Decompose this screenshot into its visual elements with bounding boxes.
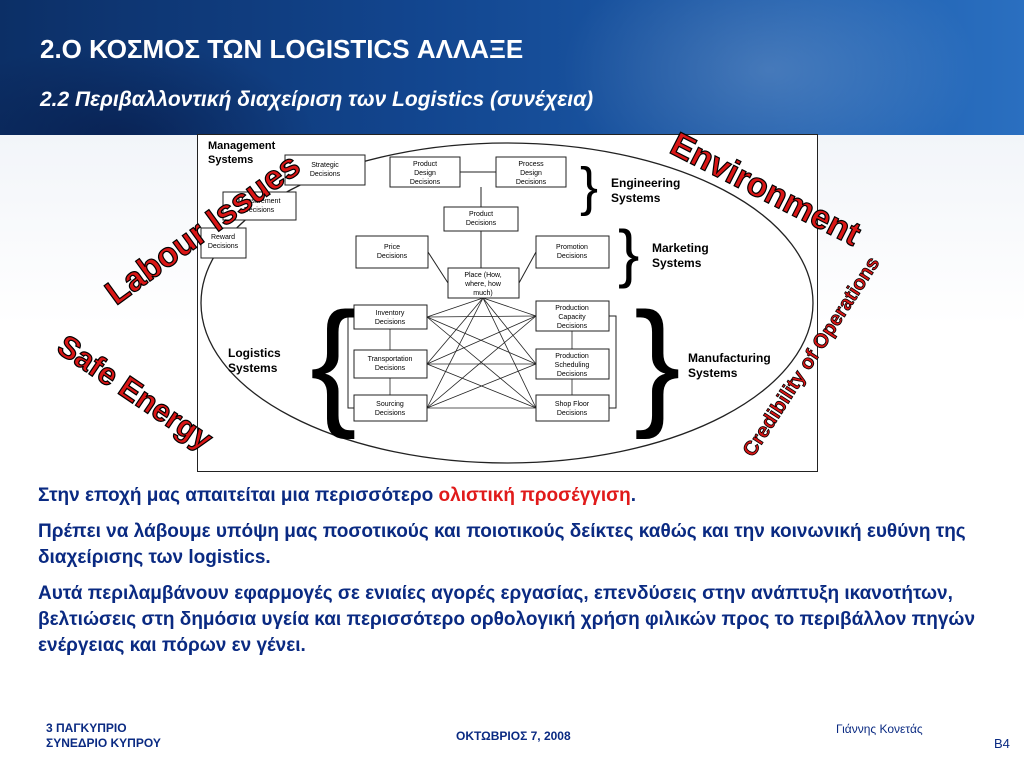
body-text: Στην εποχή μας απαιτείται μια περισσότερ… [38,483,988,669]
box-shop-floor: Shop Floor Decisions [535,394,610,422]
systems-oval [200,142,814,464]
svg-text:Production: Production [555,305,589,312]
svg-text:Manufacturing: Manufacturing [688,351,771,365]
box-production-scheduling: Production Scheduling Decisions [535,348,610,380]
svg-text:Decisions: Decisions [466,220,497,227]
box-strategic: Strategic Decisions [284,154,366,186]
brace-marketing: } [618,217,639,289]
brace-logistics: { [310,283,357,440]
footer-conference: 3 ΠΑΓΚΥΠΡΙΟ ΣΥΝΕΔΡΙΟ ΚΥΠΡΟΥ [46,721,161,750]
box-product: Product Decisions [443,206,519,232]
svg-text:Sourcing: Sourcing [376,401,404,408]
box-sourcing: Sourcing Decisions [353,394,428,422]
svg-text:Decisions: Decisions [310,171,341,178]
svg-text:Design: Design [414,170,436,177]
svg-text:Production: Production [555,353,589,360]
svg-text:Systems: Systems [688,366,738,380]
svg-text:Decisions: Decisions [208,243,239,250]
footer-date: ΟΚΤΩΒΡΙΟΣ 7, 2008 [456,729,571,743]
svg-text:Systems: Systems [611,191,661,205]
svg-text:Place (How,: Place (How, [464,272,501,279]
label-marketing-systems: Marketing Systems [652,241,709,270]
connection-web [389,297,573,409]
box-measurement: Measurement Decisions [222,191,297,221]
brace-engineering: } [580,157,598,217]
svg-text:where, how: where, how [464,281,502,288]
box-transportation: Transportation Decisions [353,349,428,379]
page-title: 2.Ο ΚΟΣΜΟΣ ΤΩΝ LOGISTICS ΑΛΛΑΞΕ [40,34,524,64]
logistics-diagram: Strategic Decisions Measurement Decision… [197,134,818,472]
svg-text:Decisions: Decisions [410,179,441,186]
box-inventory: Inventory Decisions [353,304,428,330]
svg-text:Reward: Reward [211,234,235,241]
svg-text:Engineering: Engineering [611,176,680,190]
box-promotion: Promotion Decisions [535,235,610,269]
label-logistics-systems: Logistics Systems [228,346,281,375]
svg-text:Systems: Systems [228,361,278,375]
svg-text:Decisions: Decisions [244,207,275,214]
svg-text:Decisions: Decisions [375,410,406,417]
box-product-design: Product Design Decisions [389,156,461,188]
svg-text:Logistics: Logistics [228,346,281,360]
svg-text:Decisions: Decisions [375,365,406,372]
svg-text:Systems: Systems [208,154,253,166]
paragraph-3: Αυτά περιλαμβάνουν εφαρμογές σε ενιαίες … [38,583,976,656]
brace-manufacturing: } [634,283,681,440]
svg-text:Inventory: Inventory [376,310,405,317]
svg-text:Capacity: Capacity [558,314,586,321]
svg-text:Price: Price [384,244,400,251]
svg-text:Measurement: Measurement [238,198,281,205]
box-production-capacity: Production Capacity Decisions [535,300,610,332]
svg-text:Shop Floor: Shop Floor [555,401,590,408]
svg-text:Decisions: Decisions [377,253,408,260]
label-engineering-systems: Engineering Systems [611,176,680,205]
svg-text:Scheduling: Scheduling [555,362,590,369]
svg-text:Management: Management [208,140,276,152]
box-price: Price Decisions [355,235,429,269]
header-banner: 2.Ο ΚΟΣΜΟΣ ΤΩΝ LOGISTICS ΑΛΛΑΞΕ 2.2 Περι… [0,0,1024,135]
svg-text:Transportation: Transportation [368,356,413,363]
svg-text:Decisions: Decisions [557,371,588,378]
box-reward: Reward Decisions [200,227,247,259]
label-management-systems: Management Systems [208,140,276,166]
svg-text:Decisions: Decisions [557,323,588,330]
svg-text:Decisions: Decisions [557,253,588,260]
footer-author: Γιάννης Κονετάς [836,722,923,736]
paragraph-2: Πρέπει να λάβουμε υπόψη μας ποσοτικούς κ… [38,521,966,568]
svg-text:Systems: Systems [652,256,702,270]
svg-text:Decisions: Decisions [375,319,406,326]
svg-text:much): much) [473,290,492,297]
svg-text:Decisions: Decisions [516,179,547,186]
svg-text:Product: Product [413,161,437,168]
svg-text:Promotion: Promotion [556,244,588,251]
svg-text:Product: Product [469,211,493,218]
svg-text:Process: Process [518,161,544,168]
svg-text:Design: Design [520,170,542,177]
svg-text:Marketing: Marketing [652,241,709,255]
svg-text:Strategic: Strategic [311,162,339,169]
paragraph-1: Στην εποχή μας απαιτείται μια περισσότερ… [38,485,637,506]
page-number: B4 [994,736,1010,751]
page-subtitle: 2.2 Περιβαλλοντική διαχείριση των Logist… [40,88,594,111]
label-manufacturing-systems: Manufacturing Systems [688,351,771,380]
svg-text:Decisions: Decisions [557,410,588,417]
highlight-holistic: ολιστική προσέγγιση [438,485,631,506]
box-place: Place (How, where, how much) [447,267,520,299]
box-process-design: Process Design Decisions [495,156,567,188]
